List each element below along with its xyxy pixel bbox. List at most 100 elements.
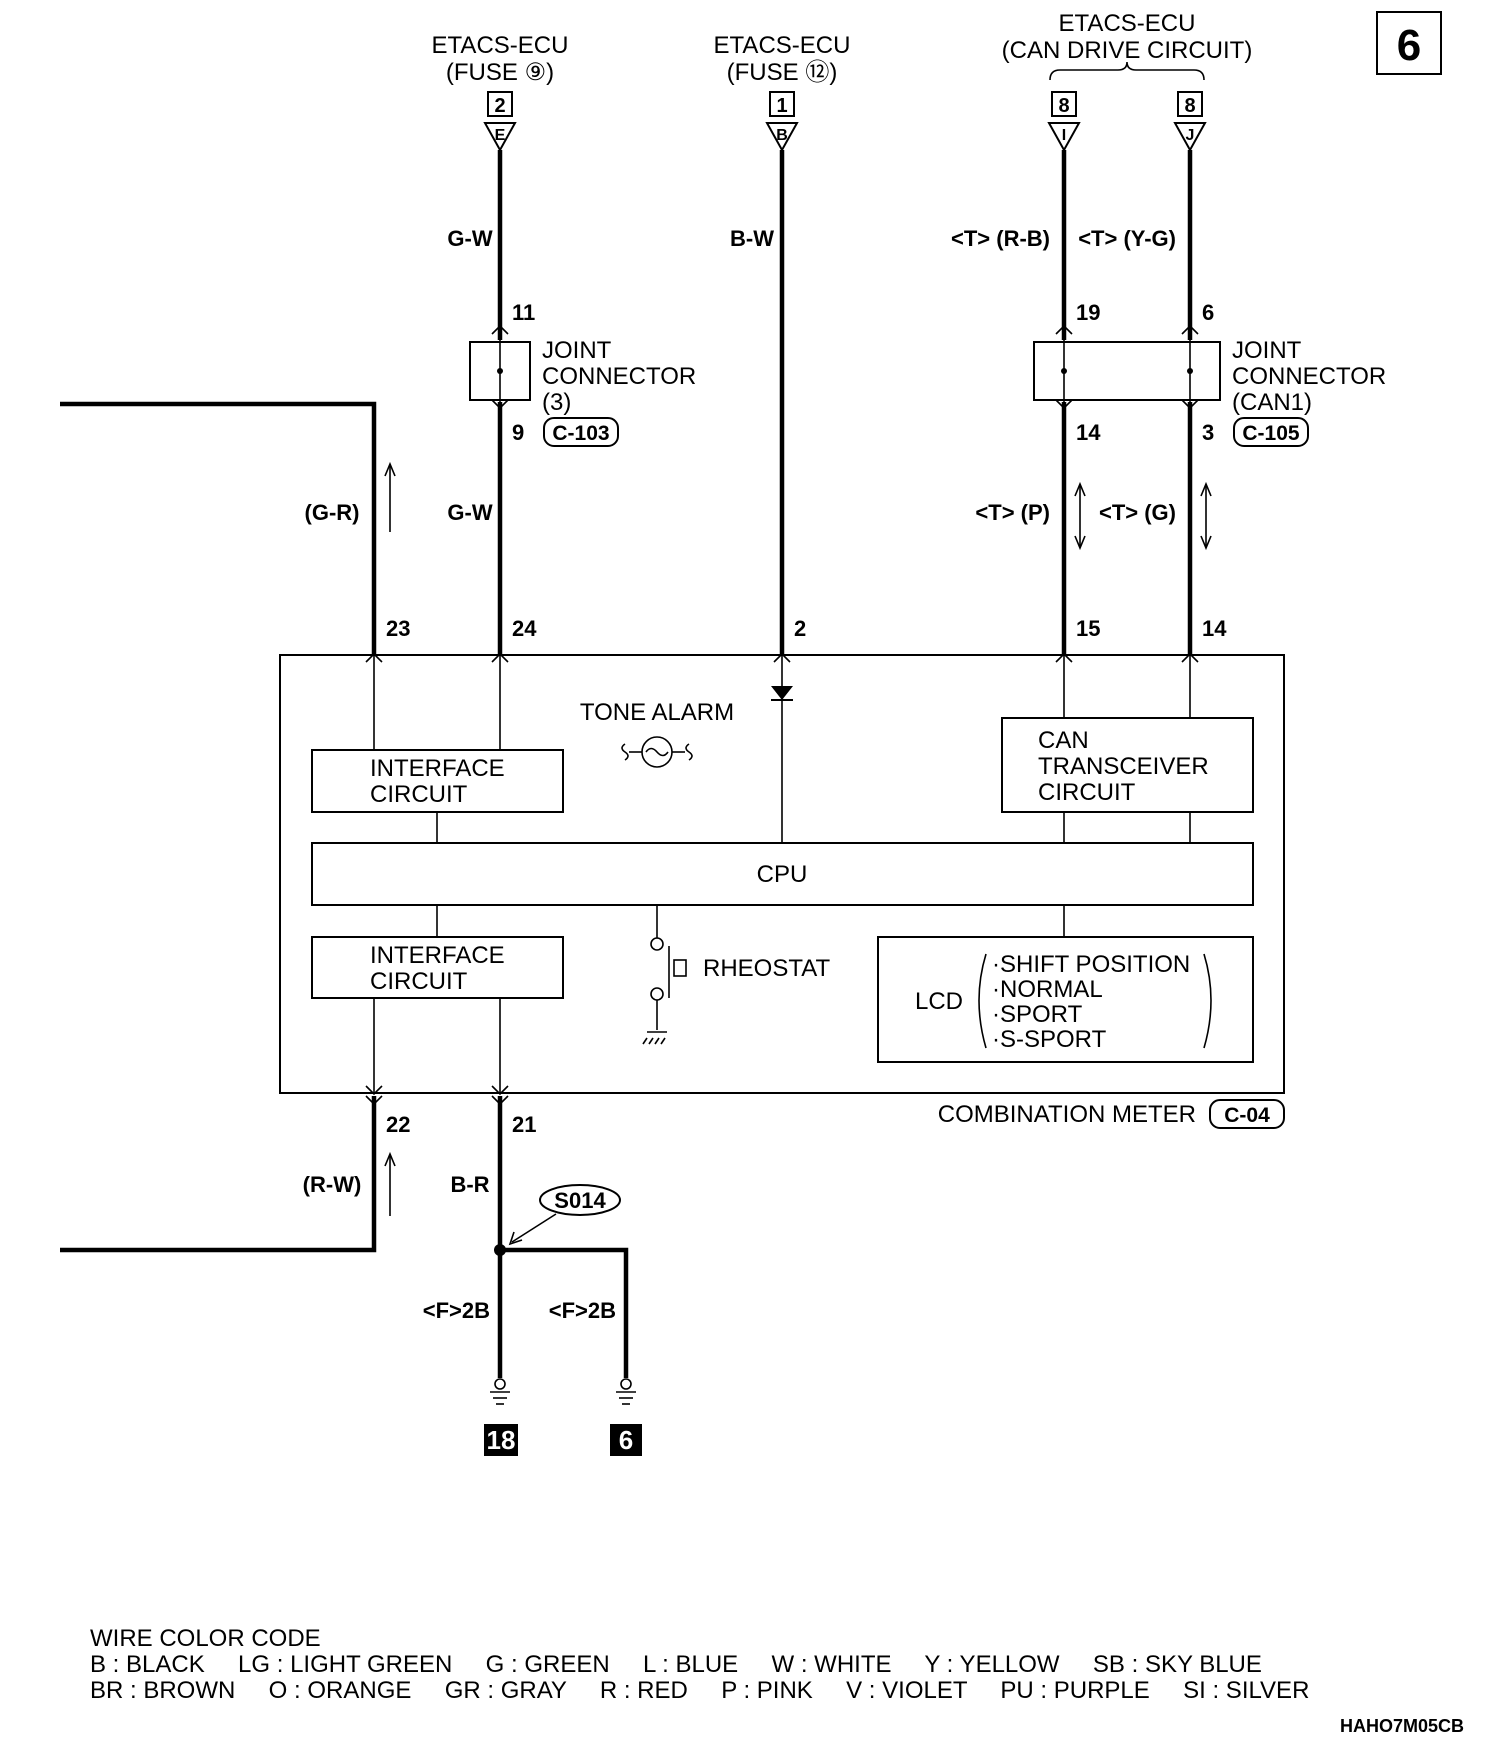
pin-box-label: 8 [1058,95,1069,117]
pin-box-label: 8 [1184,95,1195,117]
label-gw-mid: G-W [447,500,492,525]
connector-code-c04: C-04 [1209,1099,1285,1129]
pin-box-label: 1 [776,95,787,117]
can-brace [1049,61,1205,81]
source-connector-j: 8 J [1173,91,1207,153]
joint-connector-can1 [1033,324,1221,410]
drawing-code: HAHO7M05CB [1340,1716,1464,1736]
label-gw-top: G-W [447,226,492,251]
source-fuse9-sub: (FUSE ⑨) [446,59,554,86]
arrow-both-can-p [1074,481,1086,551]
label-can-g: <T> (G) [1099,500,1176,525]
interface-bottom-line1: INTERFACE [370,942,505,969]
lcd-item: ·SHIFT POSITION [992,951,1190,978]
label-can-yg: <T> (Y-G) [1078,226,1176,251]
connector-letter: B [776,127,788,144]
arrow-up-rw [384,1151,396,1216]
connector-letter: J [1186,127,1195,144]
label-bw: B-W [730,226,774,251]
rheostat-switch-icon [642,905,687,1045]
lcd-bracket-right [1203,953,1212,1049]
pin-21: 21 [512,1112,536,1137]
label-can-rb: <T> (R-B) [951,226,1050,251]
source-fuse12-sub: (FUSE ⑫) [727,59,838,86]
label-f2b-right: <F>2B [549,1298,616,1323]
jccan-code: C-105 [1242,422,1300,445]
meter-bottom-pins [365,1085,509,1106]
can-transceiver-line3: CIRCUIT [1038,779,1136,806]
wire-gr [60,401,377,655]
label-gr: (G-R) [305,500,360,525]
label-br: B-R [450,1172,489,1197]
source-connector-e: 2 E [483,91,517,153]
pin-14-meter: 14 [1202,616,1227,641]
combination-meter-name: COMBINATION METER [938,1101,1196,1128]
can-transceiver-circuit [1001,717,1254,813]
source-connector-i: 8 I [1047,91,1081,153]
label-can-p: <T> (P) [975,500,1050,525]
label-f2b-left: <F>2B [423,1298,490,1323]
interface-circuit-top [311,749,564,813]
interface-circuit-bottom [311,936,564,999]
joint-connector-3 [469,324,531,410]
jccan-line1: JOINT [1232,337,1302,364]
pin-3: 3 [1202,420,1214,445]
page-number: 6 [1397,21,1421,70]
meter-code: C-04 [1224,1104,1270,1127]
arrow-both-can-g [1200,481,1212,551]
connector-letter: I [1062,127,1066,144]
legend-title: WIRE COLOR CODE [90,1625,321,1652]
lcd-bracket-left [978,953,987,1049]
tone-alarm-icon [621,736,693,768]
label-rw: (R-W) [303,1172,362,1197]
interface-top-line1: INTERFACE [370,755,505,782]
cpu-label: CPU [757,861,808,888]
page-number-box: 6 [1376,11,1442,75]
splice-s014: S014 [508,1184,621,1246]
lcd-item: ·NORMAL [992,976,1103,1003]
pin-19: 19 [1076,300,1100,325]
ground-badge-left: 18 [484,1424,518,1456]
jccan-line2: CONNECTOR [1232,363,1386,390]
ground-left-number: 18 [487,1425,516,1455]
jc3-line2: CONNECTOR [542,363,696,390]
interface-top-line2: CIRCUIT [370,781,468,808]
splice-dot [494,1244,506,1256]
lcd-item: ·SPORT [992,1001,1083,1028]
legend-row-2: BR : BROWN O : ORANGE GR : GRAY R : RED … [90,1677,1309,1704]
source-fuse9-ecu: ETACS-ECU [432,32,569,59]
meter-top-pins [365,652,1199,663]
legend-row-1: B : BLACK LG : LIGHT GREEN G : GREEN L :… [90,1651,1262,1678]
pin-23: 23 [386,616,410,641]
jccan-line3: (CAN1) [1232,389,1312,416]
rheostat-label: RHEOSTAT [703,955,830,982]
lcd-item: ·S-SPORT [992,1026,1107,1053]
source-fuse12-ecu: ETACS-ECU [714,32,851,59]
pin-6: 6 [1202,300,1214,325]
ground-right-number: 6 [619,1425,633,1455]
interface-bottom-line2: CIRCUIT [370,968,468,995]
connector-letter: E [495,127,506,144]
pin-14-upper: 14 [1076,420,1101,445]
source-connector-b: 1 B [765,91,799,153]
jc3-line3: (3) [542,389,571,416]
tone-alarm-label: TONE ALARM [580,699,734,726]
jc3-code: C-103 [552,422,609,445]
cpu-block [311,842,1254,906]
pin-2: 2 [794,616,806,641]
splice-label: S014 [554,1188,606,1213]
pin-22: 22 [386,1112,410,1137]
jc3-line1: JOINT [542,337,612,364]
ground-badge-right: 6 [610,1424,642,1456]
pin-9: 9 [512,420,524,445]
ground-symbol-right [616,1378,636,1405]
connector-code-c103: C-103 [543,417,619,447]
pin-24: 24 [512,616,537,641]
wire-rw [60,1096,377,1253]
lcd-block [877,936,1254,1063]
wire-f2b-right [500,1247,629,1378]
source-can-sub: (CAN DRIVE CIRCUIT) [1002,37,1253,64]
pin-11: 11 [512,300,535,325]
source-can-ecu: ETACS-ECU [1059,10,1196,37]
